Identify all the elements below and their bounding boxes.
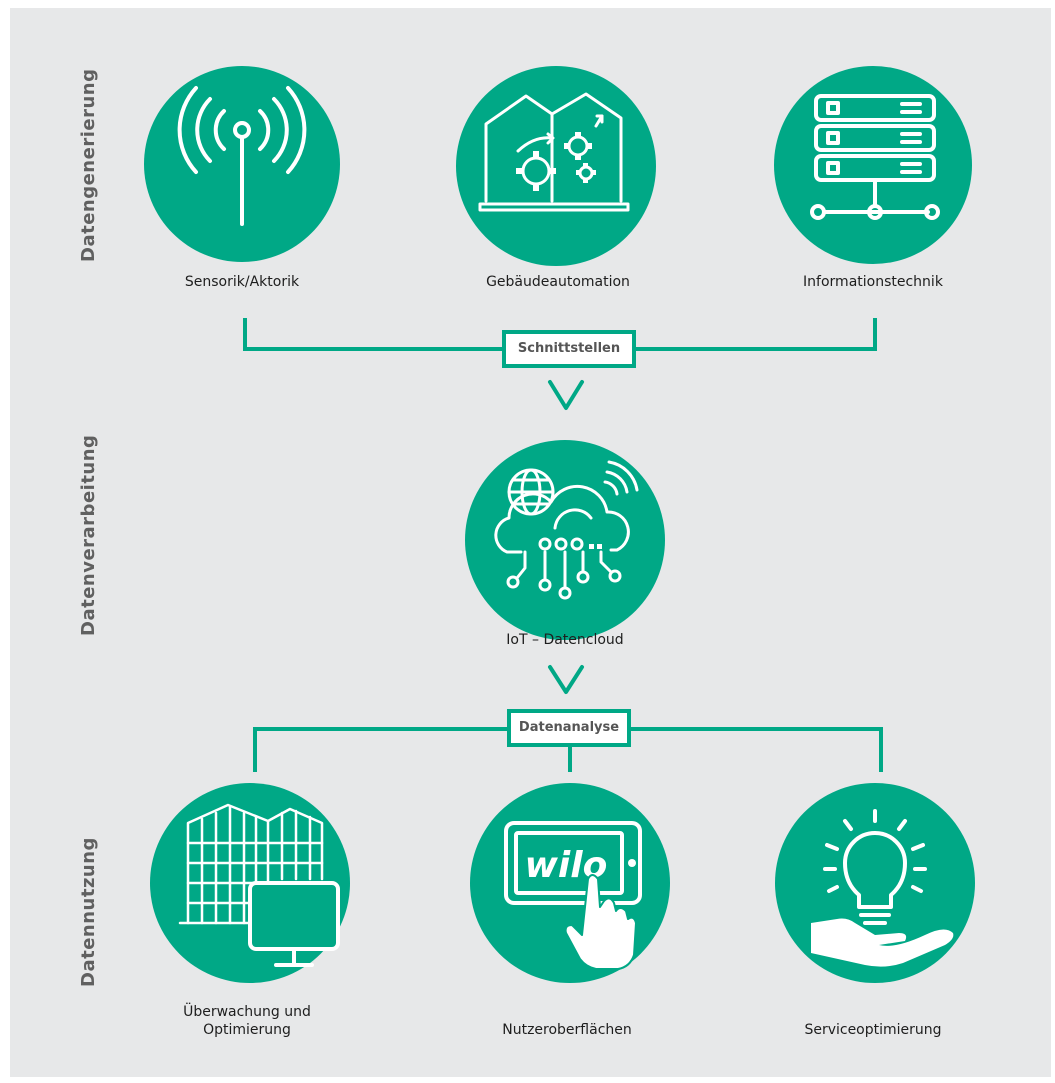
- caption-service: Serviceoptimierung: [804, 1022, 942, 1038]
- arrow-down-2: [548, 665, 584, 694]
- caption-ueberwachung-line2: Optimierung: [203, 1022, 291, 1038]
- cloud-iot-icon: [494, 460, 639, 600]
- connector-schnittstellen: Schnittstellen: [502, 330, 636, 368]
- node-iot: [465, 440, 665, 640]
- caption-gebaeude: Gebäudeautomation: [486, 274, 630, 290]
- building-automation-icon: [478, 92, 630, 212]
- caption-info: Informationstechnik: [803, 274, 943, 290]
- caption-nutzer: Nutzeroberflächen: [502, 1022, 632, 1038]
- node-info: [774, 66, 972, 264]
- section-label-processing: Datenverarbeitung: [78, 434, 99, 636]
- node-gebaeude: [456, 66, 656, 266]
- tablet-touch-icon: wilo: [504, 821, 642, 970]
- node-ueberwachung: [150, 783, 350, 983]
- node-service: [775, 783, 975, 983]
- arrow-down-1: [548, 380, 584, 410]
- caption-ueberwachung-line1: Überwachung und: [183, 1004, 311, 1020]
- antenna-icon: [177, 86, 307, 226]
- caption-ueberwachung: Überwachung und Optimierung: [127, 1003, 367, 1039]
- building-monitor-icon: [178, 803, 340, 967]
- lightbulb-hand-icon: [811, 809, 954, 967]
- section-label-generation: Datengenerierung: [78, 68, 99, 262]
- caption-iot: IoT – Datencloud: [506, 632, 624, 648]
- node-nutzer: wilo: [470, 783, 670, 983]
- section-label-usage: Datennutzung: [78, 837, 99, 987]
- caption-sensorik: Sensorik/Aktorik: [184, 274, 300, 290]
- diagram-canvas: Datengenerierung Datenverarbeitung Daten…: [10, 8, 1051, 1077]
- server-rack-icon: [810, 94, 940, 220]
- connector-datenanalyse: Datenanalyse: [507, 709, 631, 747]
- node-sensorik: [144, 66, 340, 262]
